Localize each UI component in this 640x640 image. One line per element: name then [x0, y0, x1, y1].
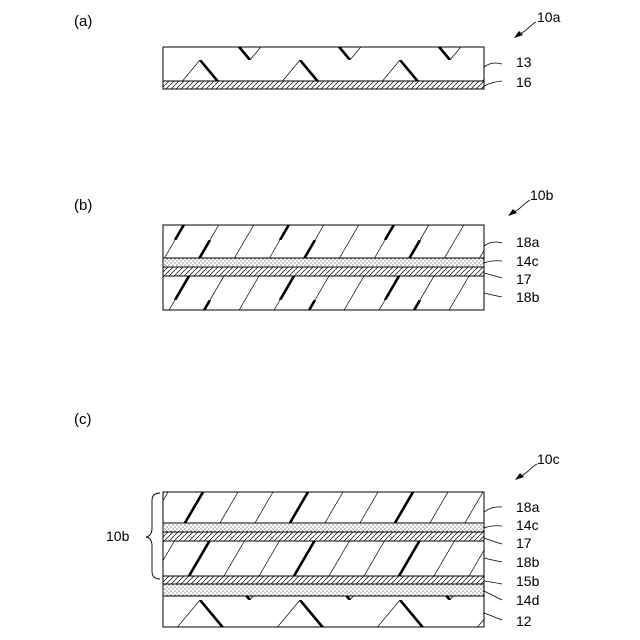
leader-14c: [484, 261, 502, 263]
figure-a: (a) 10a 13 16: [74, 9, 561, 90]
leader-12: [484, 613, 502, 620]
layer-17: [163, 267, 484, 276]
label-18b-c: 18b: [516, 554, 540, 570]
group-brace-10b: [146, 493, 160, 579]
leader-14d: [484, 591, 502, 600]
label-16: 16: [516, 74, 532, 90]
layer-16: [163, 81, 484, 89]
layer-18a-c: [163, 492, 484, 523]
panel-label-a: (a): [74, 13, 92, 30]
label-18b: 18b: [516, 289, 540, 305]
label-15b: 15b: [516, 573, 540, 589]
leader-18a-c: [484, 507, 502, 512]
figure-c: (c) 10c 10b 18a 14c 17 18b 15b 14d 12: [74, 411, 560, 629]
layer-13: [163, 47, 484, 81]
label-17-c: 17: [516, 535, 532, 551]
leader-15b: [484, 581, 502, 584]
leader-17-c: [484, 538, 502, 544]
leader-16: [484, 81, 502, 86]
label-18a-c: 18a: [516, 499, 540, 515]
layer-14c: [163, 258, 484, 267]
label-18a: 18a: [516, 234, 540, 250]
panel-label-b: (b): [74, 197, 92, 214]
ref-arrow-10b: [508, 200, 530, 216]
leader-18b: [484, 293, 502, 297]
leader-18a: [484, 242, 502, 246]
figure-b: (b) 10b 18a 14c 17 18b: [74, 187, 554, 310]
label-17: 17: [516, 271, 532, 287]
label-14c-c: 14c: [516, 517, 539, 533]
label-14d: 14d: [516, 592, 539, 608]
layer-18b-c: [163, 541, 484, 576]
layer-17-c: [163, 532, 484, 541]
label-13: 13: [516, 54, 532, 70]
group-label-10b: 10b: [106, 528, 130, 544]
layer-14c-c: [163, 523, 484, 532]
leader-14c-c: [484, 526, 502, 528]
layer-18a: [163, 225, 484, 258]
label-12: 12: [516, 613, 532, 629]
layer-12: [163, 596, 484, 627]
ref-arrow-10a: [514, 22, 536, 38]
ref-label-10b: 10b: [530, 187, 554, 203]
ref-label-10c: 10c: [537, 451, 560, 467]
layer-18b: [163, 276, 484, 310]
panel-label-c: (c): [74, 411, 92, 428]
ref-arrow-10c: [515, 464, 537, 480]
ref-label-10a: 10a: [537, 9, 561, 25]
label-14c: 14c: [516, 253, 539, 269]
leader-17: [484, 273, 502, 278]
layer-14d: [163, 584, 484, 596]
leader-13: [484, 63, 502, 67]
layer-15b: [163, 576, 484, 584]
leader-18b-c: [484, 558, 502, 562]
